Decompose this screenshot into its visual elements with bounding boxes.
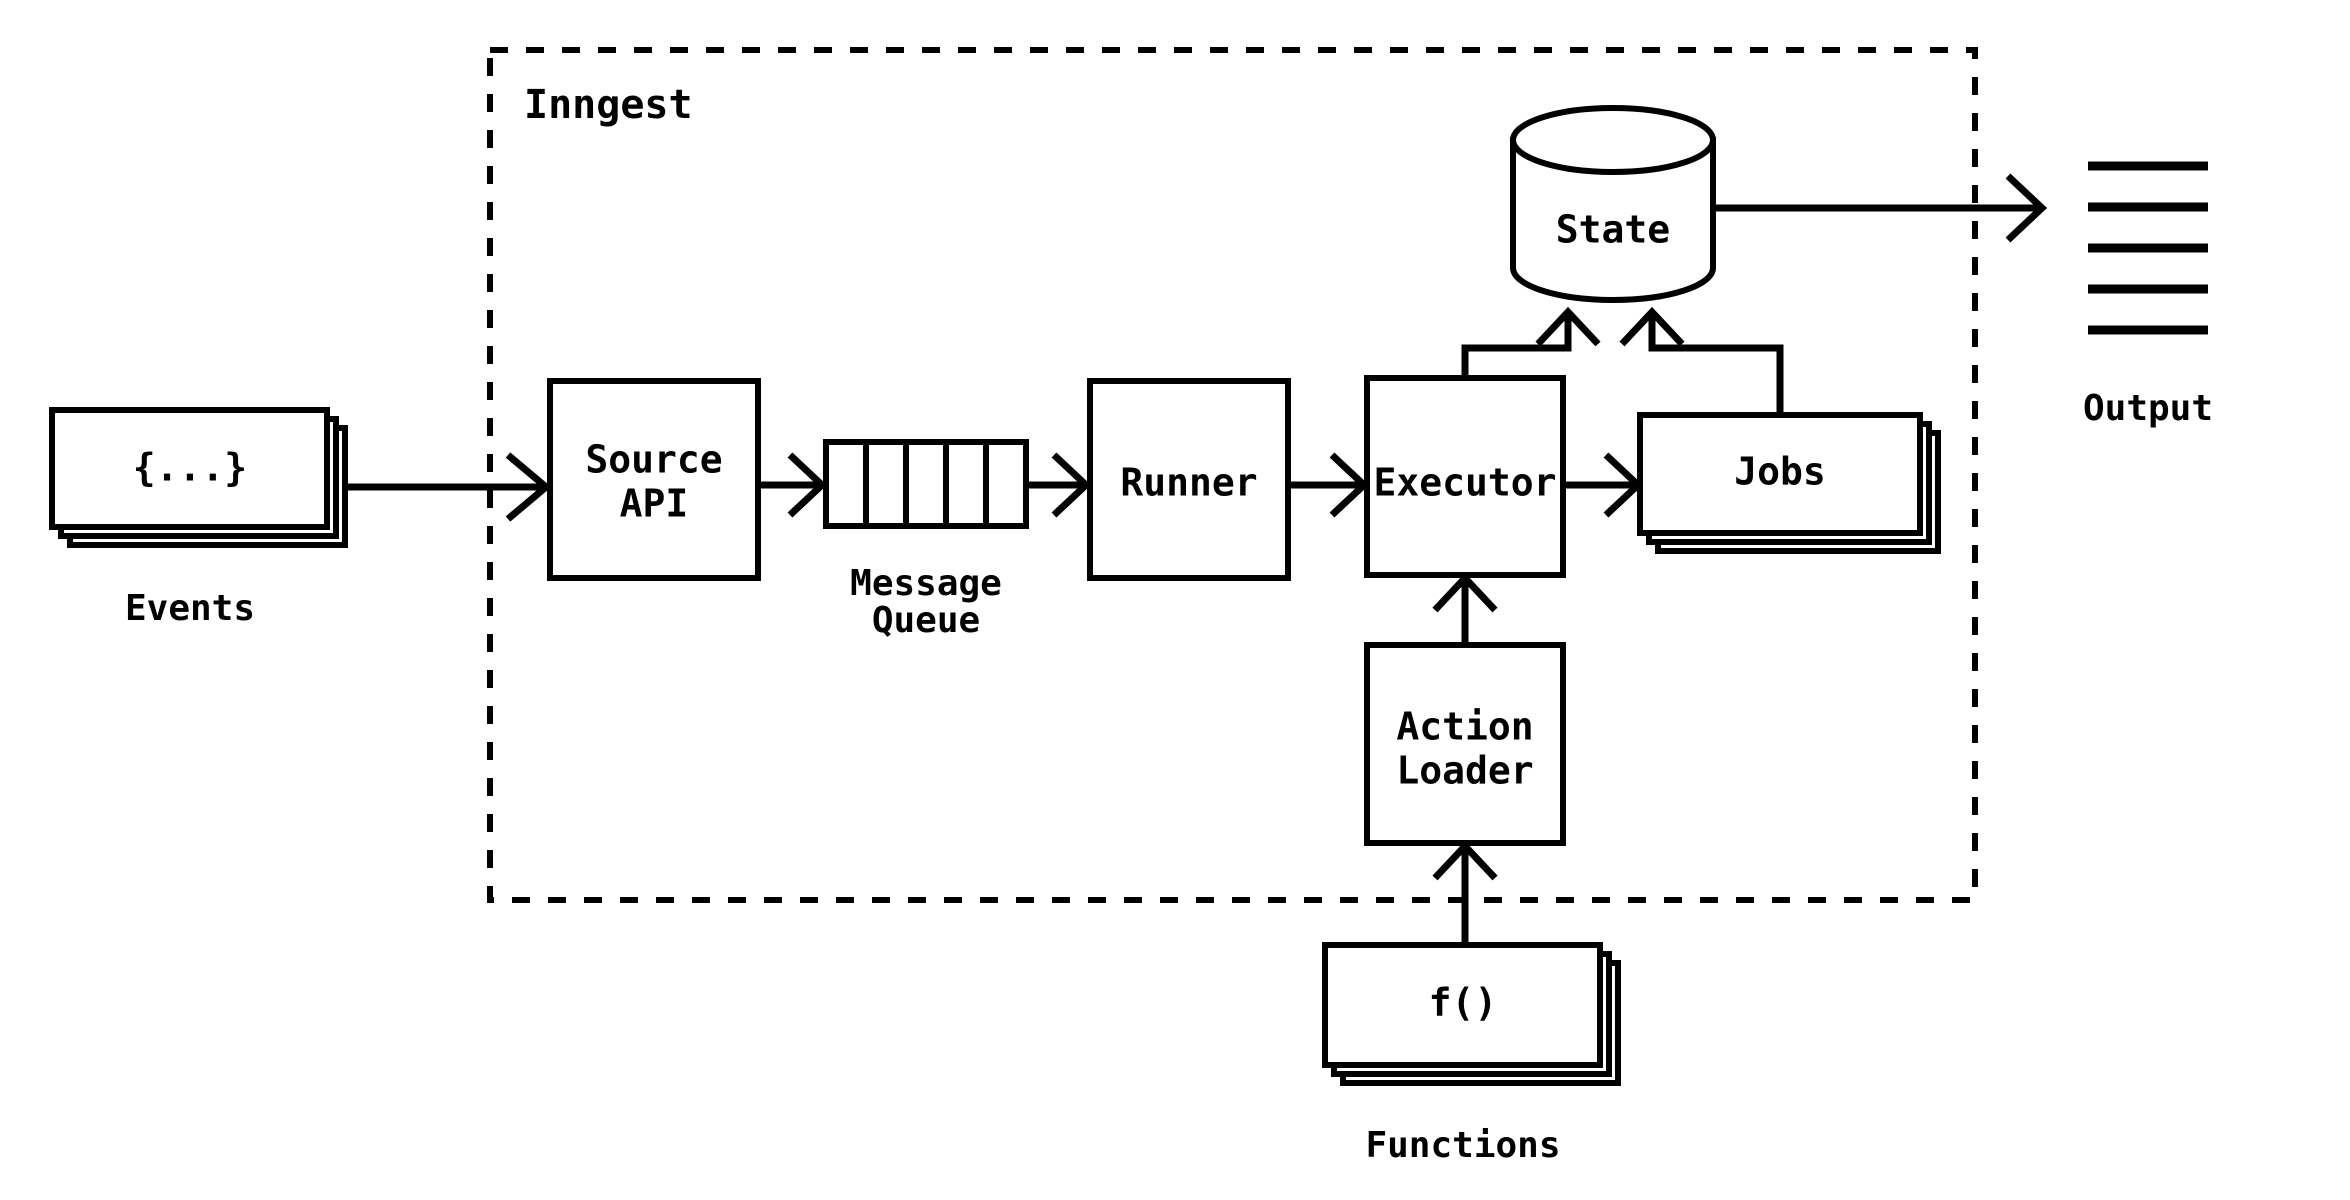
functions-label: f() — [1429, 981, 1498, 1025]
state-node[interactable]: State — [1510, 105, 1716, 303]
inngest-group-frame — [487, 47, 1978, 903]
jobs-stack-layer-1 — [1637, 412, 1923, 536]
functions-caption: Functions — [1365, 1125, 1560, 1166]
events-stack-layer-1 — [49, 407, 330, 530]
message-queue-box — [823, 439, 1029, 529]
arrowhead-icon — [1051, 452, 1092, 518]
source-api-node[interactable]: Source API — [547, 378, 761, 581]
events-label: {...} — [133, 446, 247, 490]
events-node[interactable]: {...} — [49, 407, 348, 548]
executor-box — [1364, 375, 1566, 578]
edge-message-queue-to-runner — [1026, 452, 1092, 518]
source-api-box — [547, 378, 761, 581]
arrowhead-icon — [2005, 173, 2048, 243]
executor-label: Executor — [1373, 461, 1556, 505]
action-loader-label-line1: Action — [1396, 705, 1533, 749]
edge-jobs-to-state — [1619, 306, 1784, 415]
functions-node[interactable]: f() — [1322, 942, 1621, 1086]
state-cylinder-top — [1510, 105, 1716, 175]
arrowhead-icon — [505, 452, 552, 522]
edge-state-to-output — [1713, 173, 2048, 243]
jobs-label: Jobs — [1734, 450, 1826, 494]
executor-node[interactable]: Executor — [1364, 375, 1566, 578]
edge-functions-to-action-loader — [1432, 840, 1498, 948]
arrowhead-icon — [1619, 306, 1685, 347]
edge-events-to-source-api — [345, 452, 552, 522]
message-queue-node[interactable] — [823, 439, 1029, 529]
arrowhead-icon — [1432, 840, 1498, 881]
edge-source-api-to-message-queue — [758, 452, 828, 518]
runner-box — [1087, 378, 1291, 581]
edge-action-loader-to-executor — [1432, 572, 1498, 645]
action-loader-node[interactable]: Action Loader — [1364, 642, 1566, 846]
source-api-label-line2: API — [620, 482, 689, 526]
runner-node[interactable]: Runner — [1087, 378, 1291, 581]
events-caption: Events — [125, 588, 255, 629]
message-queue-caption-line1: Message — [850, 563, 1002, 604]
output-caption: Output — [2083, 388, 2213, 429]
jobs-node[interactable]: Jobs — [1637, 412, 1941, 554]
edge-runner-to-executor — [1288, 452, 1370, 518]
inngest-group-label: Inngest — [524, 82, 693, 128]
runner-label: Runner — [1120, 461, 1257, 505]
message-queue-caption-line2: Queue — [872, 600, 980, 641]
state-label: State — [1556, 208, 1670, 252]
source-api-label-line1: Source — [585, 438, 722, 482]
functions-stack-layer-1 — [1322, 942, 1603, 1068]
edge-executor-to-jobs — [1563, 452, 1644, 518]
arrowhead-icon — [1432, 572, 1498, 613]
state-cylinder-body — [1510, 137, 1716, 303]
arrowhead-icon — [787, 452, 828, 518]
output-icon — [2088, 161, 2208, 335]
arrowhead-icon — [1535, 306, 1601, 347]
action-loader-label-line2: Loader — [1396, 749, 1533, 793]
edge-executor-to-state — [1461, 306, 1601, 378]
action-loader-box — [1364, 642, 1566, 846]
